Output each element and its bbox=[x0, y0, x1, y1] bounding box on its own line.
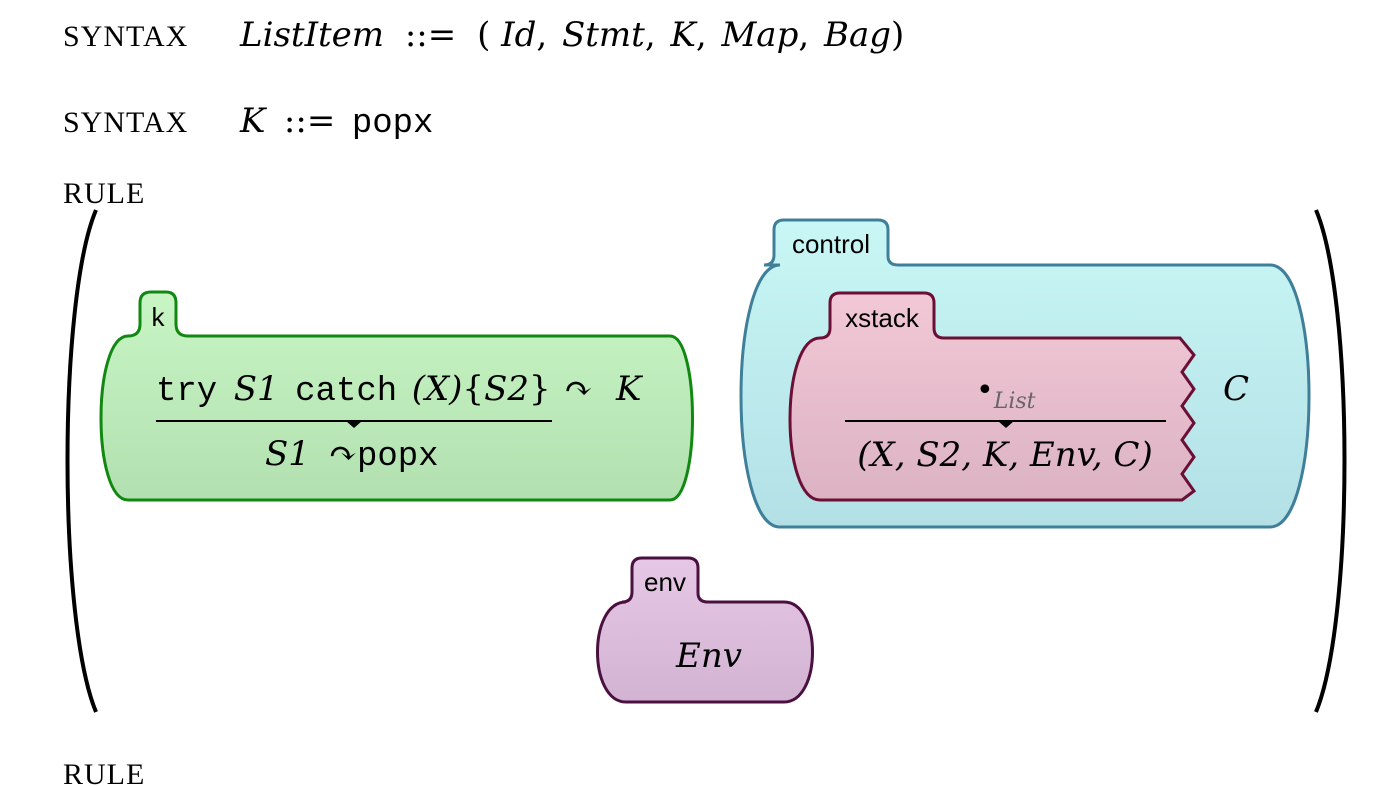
left-paren bbox=[65, 209, 98, 713]
env-cell: env Env bbox=[596, 556, 814, 704]
env-cell-shape bbox=[596, 556, 814, 704]
xstack-redex: •List bbox=[976, 373, 1036, 414]
xstack-cell-label: xstack bbox=[845, 303, 920, 333]
k-cell-redex: try S1 catch (X){S2} bbox=[156, 369, 551, 411]
env-cell-content: Env bbox=[675, 636, 742, 676]
syntax-keyword: SYNTAX bbox=[63, 20, 188, 53]
control-cell-label: control bbox=[792, 229, 870, 259]
k-cell-reduct: S1 ↷popx bbox=[265, 434, 439, 476]
rule-keyword: RULE bbox=[63, 758, 145, 786]
syntax-listitem-production: ListItem ::= ( Id, Stmt, K, Map, Bag) bbox=[239, 15, 904, 55]
rule-keyword: RULE bbox=[63, 177, 145, 210]
k-rewrite-marker bbox=[346, 421, 362, 428]
k-cell: k try S1 catch (X){S2} ↷ K S1 ↷popx bbox=[99, 290, 694, 502]
xstack-cell: xstack •List (X, S2, K, Env, C) bbox=[788, 291, 1197, 502]
syntax-listitem: SYNTAX ListItem ::= ( Id, Stmt, K, Map, … bbox=[63, 15, 904, 55]
syntax-keyword: SYNTAX bbox=[63, 106, 188, 139]
right-paren bbox=[1314, 209, 1347, 713]
env-cell-label: env bbox=[644, 567, 686, 597]
syntax-k-production: K ::= popx bbox=[239, 101, 433, 143]
k-cell-shape bbox=[99, 290, 694, 502]
xstack-cell-shape bbox=[788, 291, 1197, 502]
k-cell-label: k bbox=[152, 302, 166, 332]
k-cell-rest: K bbox=[615, 369, 644, 409]
xstack-reduct: (X, S2, K, Env, C) bbox=[857, 435, 1152, 475]
control-cell-rest: C bbox=[1223, 369, 1249, 409]
syntax-k: SYNTAX K ::= popx bbox=[63, 101, 433, 143]
k-cell-arrow: ↷ bbox=[564, 369, 593, 409]
xstack-rewrite-marker bbox=[998, 421, 1014, 428]
control-cell: control xstack •List (X, S2, K, Env, C) … bbox=[739, 218, 1311, 529]
